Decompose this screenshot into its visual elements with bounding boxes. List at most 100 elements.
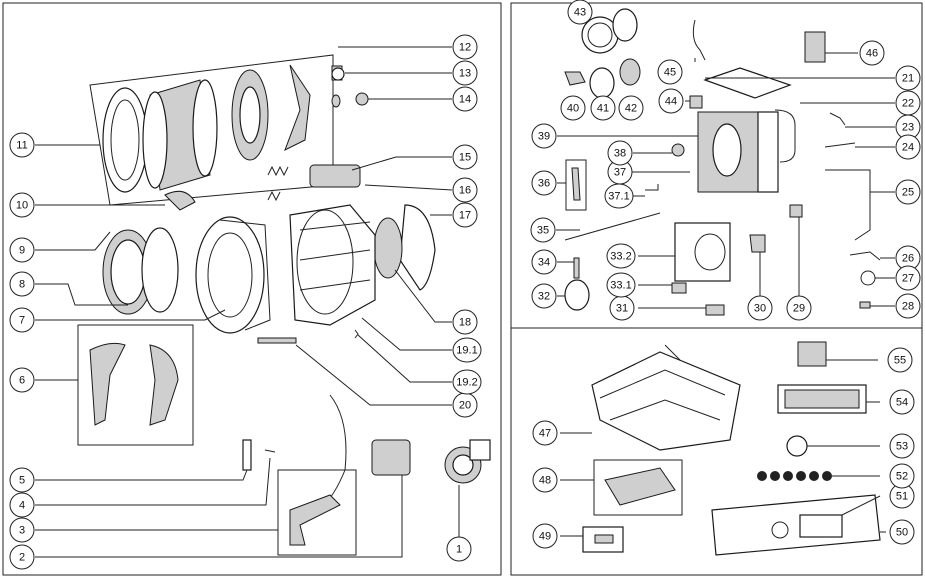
callout-label-21: 21: [902, 73, 914, 85]
callout-label-37: 37: [614, 167, 626, 179]
callout-circle-53: [889, 433, 915, 459]
callout-circle-48: [532, 467, 558, 493]
callout-label-20: 20: [459, 400, 471, 412]
part-12-b: [331, 94, 341, 108]
part-19-tub: [289, 204, 376, 326]
callout-label-49: 49: [539, 531, 551, 543]
callout-label-51: 51: [896, 491, 908, 503]
part-35: [564, 212, 661, 241]
callout-label-15: 15: [459, 152, 471, 164]
part-30: [749, 234, 766, 253]
part-4-hose: [319, 394, 347, 511]
callout-label-35: 35: [537, 225, 549, 237]
part-41: [589, 67, 615, 99]
callout-label-1: 1: [456, 544, 462, 556]
callout-circle-32: [531, 283, 557, 309]
callout-label-48: 48: [539, 475, 551, 487]
callout-circle-36: [531, 170, 557, 196]
callout-circle-8: [9, 271, 35, 297]
callout-label-33-2: 33.2: [610, 251, 631, 263]
part-23: [829, 112, 846, 126]
callout-label-37-1: 37.1: [608, 191, 629, 203]
callout-circle-52: [889, 463, 915, 489]
callout-circle-11: [9, 132, 35, 158]
callout-circle-18: [452, 309, 478, 335]
callout-circle-41: [590, 95, 616, 121]
callout-circle-19-1: [452, 337, 482, 363]
callout-circle-50: [889, 519, 915, 545]
callout-circle-40: [560, 95, 586, 121]
callout-circle-13: [452, 60, 478, 86]
callout-label-24: 24: [902, 142, 914, 154]
part-46: [804, 31, 826, 63]
callout-label-41: 41: [597, 103, 609, 115]
callout-circle-15: [452, 144, 478, 170]
callout-circle-17: [452, 202, 478, 228]
callout-label-6: 6: [19, 375, 25, 387]
callout-circle-10: [9, 192, 35, 218]
callout-circle-12: [452, 34, 478, 60]
part-8-9-door-seal: [102, 227, 179, 315]
callout-circle-44: [658, 88, 684, 114]
callout-circle-35: [530, 217, 556, 243]
part-21: [703, 67, 792, 99]
callout-label-52: 52: [896, 471, 908, 483]
callout-circle-47: [532, 420, 558, 446]
callout-circle-33-1: [606, 272, 636, 298]
part-31: [705, 304, 725, 316]
callout-circle-55: [887, 347, 913, 373]
part-48-box: [593, 459, 683, 516]
callout-circle-3: [9, 517, 35, 543]
part-51: [799, 514, 843, 538]
callout-label-2: 2: [19, 552, 25, 564]
callout-label-10: 10: [16, 200, 28, 212]
right-top-leader-lines: [556, 52, 895, 309]
part-6-a: [89, 342, 126, 426]
callout-circle-2: [9, 544, 35, 570]
callout-label-19-2: 19.2: [456, 377, 477, 389]
callout-label-45: 45: [664, 67, 676, 79]
callout-label-31: 31: [616, 303, 628, 315]
callout-label-18: 18: [459, 317, 471, 329]
callout-circle-34: [531, 249, 557, 275]
part-38: [671, 143, 685, 157]
part-3: [289, 494, 341, 546]
callout-circle-38: [607, 140, 633, 166]
part-33-2: [674, 222, 731, 282]
callout-label-54: 54: [896, 397, 908, 409]
callout-label-34: 34: [538, 257, 550, 269]
part-16-springs: [267, 165, 289, 202]
callout-label-28: 28: [902, 301, 914, 313]
callout-label-19-1: 19.1: [456, 345, 477, 357]
callout-label-53: 53: [896, 441, 908, 453]
callout-label-23: 23: [902, 122, 914, 134]
left-panel-frame: [2, 2, 502, 576]
callout-label-36: 36: [538, 178, 550, 190]
part-37-1: [645, 184, 659, 191]
callout-label-27: 27: [902, 273, 914, 285]
callout-label-17: 17: [459, 210, 471, 222]
callout-label-5: 5: [19, 475, 25, 487]
part-53: [786, 435, 808, 457]
callout-label-46: 46: [866, 48, 878, 60]
part-27: [860, 270, 876, 286]
callout-circle-43: [567, 0, 593, 25]
right-bottom-leader-lines: [560, 359, 886, 537]
cabinet-39: [697, 111, 779, 193]
part-32: [564, 279, 590, 311]
callout-circle-25: [895, 179, 921, 205]
callout-label-9: 9: [19, 245, 25, 257]
callout-circle-39: [531, 123, 557, 149]
part-3-box: [277, 469, 357, 556]
part-40: [564, 71, 586, 86]
part-13: [331, 67, 345, 81]
callout-circle-4: [9, 492, 35, 518]
part-28: [859, 301, 871, 309]
callout-label-43: 43: [574, 7, 586, 19]
part-33-1: [671, 282, 687, 294]
part-4-pin: [264, 449, 276, 453]
callout-label-32: 32: [538, 291, 550, 303]
callout-label-38: 38: [614, 148, 626, 160]
callout-label-55: 55: [894, 355, 906, 367]
